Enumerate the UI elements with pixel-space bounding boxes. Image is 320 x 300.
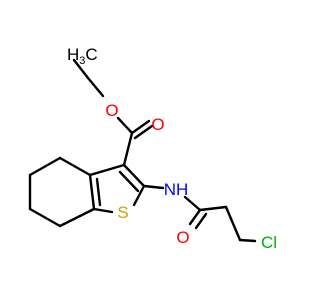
bond-carbonyl-o-double-a (130, 119, 151, 135)
bond-amide-c-o-double-a (188, 208, 202, 226)
bond-ch2-cl (238, 238, 257, 243)
bond-c3a-c4 (58, 156, 92, 177)
bond-ch2-ch2 (224, 205, 242, 242)
bond-amide-c-o-double-b (194, 212, 208, 230)
atom-labels: H3C O O NH O S Cl (67, 45, 277, 252)
amine-label: NH (164, 180, 189, 199)
ester-ether-oxygen-label: O (105, 101, 118, 120)
bond-ch3-ch2 (72, 58, 90, 80)
bond-c3-c3a (88, 163, 126, 177)
bond-c2-n (142, 184, 165, 190)
structure-diagram: H3C O O NH O S Cl (28, 45, 277, 252)
bond-c3-c2-a (122, 163, 146, 188)
bond-ch2-o (86, 76, 105, 98)
chlorine-label: Cl (261, 233, 277, 252)
carbonyl-oxygen-label: O (151, 115, 164, 134)
molecule-canvas: H3C O O NH O S Cl (28, 45, 277, 252)
bond-c3-c2-b (118, 170, 140, 193)
bond-c6-c7 (28, 207, 62, 228)
bond-c4-c5 (28, 156, 62, 177)
bonds (28, 58, 257, 243)
bond-c7a-c3a-b (95, 177, 102, 207)
bond-c7-c7a (58, 207, 96, 228)
bond-n-amide-carbon (183, 195, 202, 212)
ethyl-carbon-label: H3C (67, 45, 98, 67)
bond-s-c7a (92, 207, 114, 214)
bond-amide-c-ch2 (198, 205, 228, 212)
bond-carbonyl-c3 (122, 131, 134, 167)
bond-o-carbonyl (116, 116, 134, 135)
bond-carbonyl-o-double-b (133, 124, 154, 140)
sulfur-label: S (117, 203, 128, 222)
bond-c7a-c3a-a (88, 173, 96, 211)
amide-oxygen-label: O (176, 228, 189, 247)
bond-c2-s (132, 184, 146, 207)
